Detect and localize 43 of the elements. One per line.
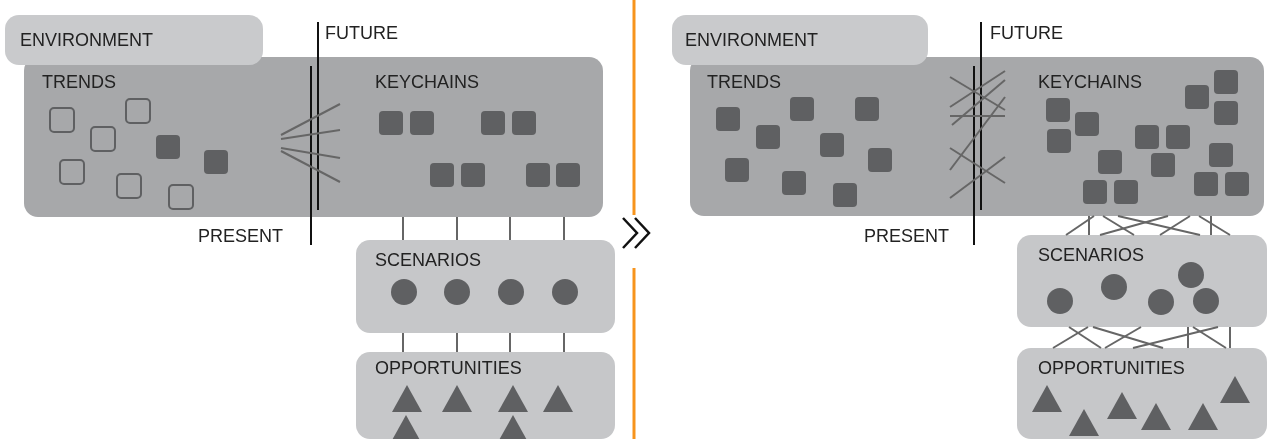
connector-line [456,216,458,241]
connector-line [1092,326,1164,349]
section-heading: OPPORTUNITIES [375,358,522,378]
opportunities-panel [356,352,615,439]
connector-line [563,216,565,241]
connector-line [1132,326,1219,349]
connector-line [1099,215,1169,236]
connector-line [1068,326,1102,349]
connector-line [1088,215,1090,236]
section-heading: TRENDS [707,72,781,92]
connector-line [1117,215,1201,236]
connector-line [1192,326,1227,349]
connector-line [1229,326,1231,349]
environment-tab [5,15,263,65]
environment-tab [672,15,928,65]
connector-line [1159,215,1191,236]
connector-line [402,332,404,353]
section-heading: KEYCHAINS [1038,72,1143,92]
connector-line [1187,326,1189,349]
connector-line [1210,215,1212,236]
timeline-label: PRESENT [864,226,950,246]
timeline-label: FUTURE [325,23,398,43]
section-heading: ENVIRONMENT [685,30,818,50]
connector-line [1052,326,1089,349]
connector-line [509,332,511,353]
section-heading: KEYCHAINS [375,72,480,92]
connector-line [509,216,511,241]
section-heading: SCENARIOS [375,250,482,270]
connector-line [563,332,565,353]
section-heading: ENVIRONMENT [20,30,153,50]
connector-line [456,332,458,353]
timeline-label: FUTURE [990,23,1063,43]
section-heading: OPPORTUNITIES [1038,358,1185,378]
section-heading: SCENARIOS [1038,245,1145,265]
timeline-label: PRESENT [198,226,284,246]
timeline-panel [24,57,603,217]
scenarios-panel [356,240,615,333]
connector-line [1102,215,1135,236]
section-heading: TRENDS [42,72,116,92]
connector-line [1065,215,1095,236]
connector-line [402,216,404,241]
connector-line [1198,215,1231,236]
connector-line [1104,326,1142,349]
